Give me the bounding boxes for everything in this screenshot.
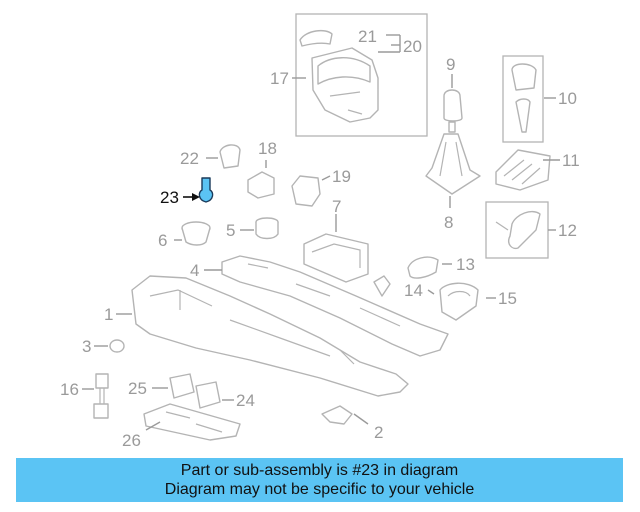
callout-11: 11 bbox=[562, 151, 580, 170]
connector-part bbox=[407, 256, 439, 279]
callout-25: 25 bbox=[128, 379, 147, 398]
switch-part bbox=[247, 171, 275, 199]
callout-1: 1 bbox=[104, 305, 113, 324]
main-console-part bbox=[131, 275, 409, 397]
plug-part bbox=[373, 275, 391, 297]
trim-plate-part bbox=[495, 149, 551, 191]
knob-part bbox=[511, 63, 537, 133]
clip-part-highlighted bbox=[198, 177, 214, 203]
callout-7: 7 bbox=[332, 197, 341, 216]
banner-line-2: Diagram may not be specific to your vehi… bbox=[164, 481, 475, 498]
callout-19: 19 bbox=[332, 167, 351, 186]
insert-part bbox=[495, 210, 541, 250]
callout-15: 15 bbox=[498, 289, 517, 308]
callout-20: 20 bbox=[403, 37, 422, 56]
callout-2: 2 bbox=[374, 423, 383, 442]
callout-10: 10 bbox=[558, 89, 577, 108]
callout-8: 8 bbox=[444, 213, 453, 232]
callout-23: 23 bbox=[160, 188, 179, 207]
window-switch-part bbox=[169, 373, 195, 399]
callout-12: 12 bbox=[558, 221, 577, 240]
callout-21: 21 bbox=[358, 27, 377, 46]
mirror-switch-part bbox=[195, 381, 221, 409]
cap-part bbox=[219, 144, 241, 169]
callout-16: 16 bbox=[60, 380, 79, 399]
callout-3: 3 bbox=[82, 337, 91, 356]
callout-22: 22 bbox=[180, 149, 199, 168]
tray-part bbox=[303, 233, 369, 283]
callout-5: 5 bbox=[226, 221, 235, 240]
bracket-part bbox=[291, 175, 321, 207]
mount-bracket-part bbox=[321, 405, 353, 425]
sensor-part bbox=[93, 373, 109, 419]
callout-26: 26 bbox=[122, 431, 141, 450]
trim-panel-part bbox=[221, 255, 449, 357]
callout-18: 18 bbox=[258, 139, 277, 158]
switch-panel-part bbox=[143, 403, 241, 441]
leader-lines bbox=[82, 34, 560, 431]
plug-small-part bbox=[109, 339, 125, 353]
callout-4: 4 bbox=[190, 261, 199, 280]
callout-13: 13 bbox=[456, 255, 475, 274]
callout-6: 6 bbox=[158, 231, 167, 250]
shift-knob-part bbox=[443, 89, 463, 133]
callout-14: 14 bbox=[404, 281, 423, 300]
callout-9: 9 bbox=[446, 55, 455, 74]
banner-line-1: Part or sub-assembly is #23 in diagram bbox=[180, 462, 459, 479]
cup-holder-part bbox=[181, 221, 211, 246]
parts-diagram: 21 20 17 9 10 22 18 19 11 23 8 12 7 5 6 … bbox=[60, 13, 580, 450]
shift-boot-part bbox=[425, 133, 481, 195]
callout-17: 17 bbox=[270, 69, 289, 88]
switch-assembly-part bbox=[439, 282, 479, 321]
grommet-part bbox=[255, 217, 279, 240]
armrest-lid-part bbox=[299, 29, 379, 123]
info-banner: Part or sub-assembly is #23 in diagram D… bbox=[16, 458, 623, 502]
frame-knob-group bbox=[502, 55, 544, 143]
callout-24: 24 bbox=[236, 391, 255, 410]
frame-armrest-group bbox=[295, 13, 428, 137]
